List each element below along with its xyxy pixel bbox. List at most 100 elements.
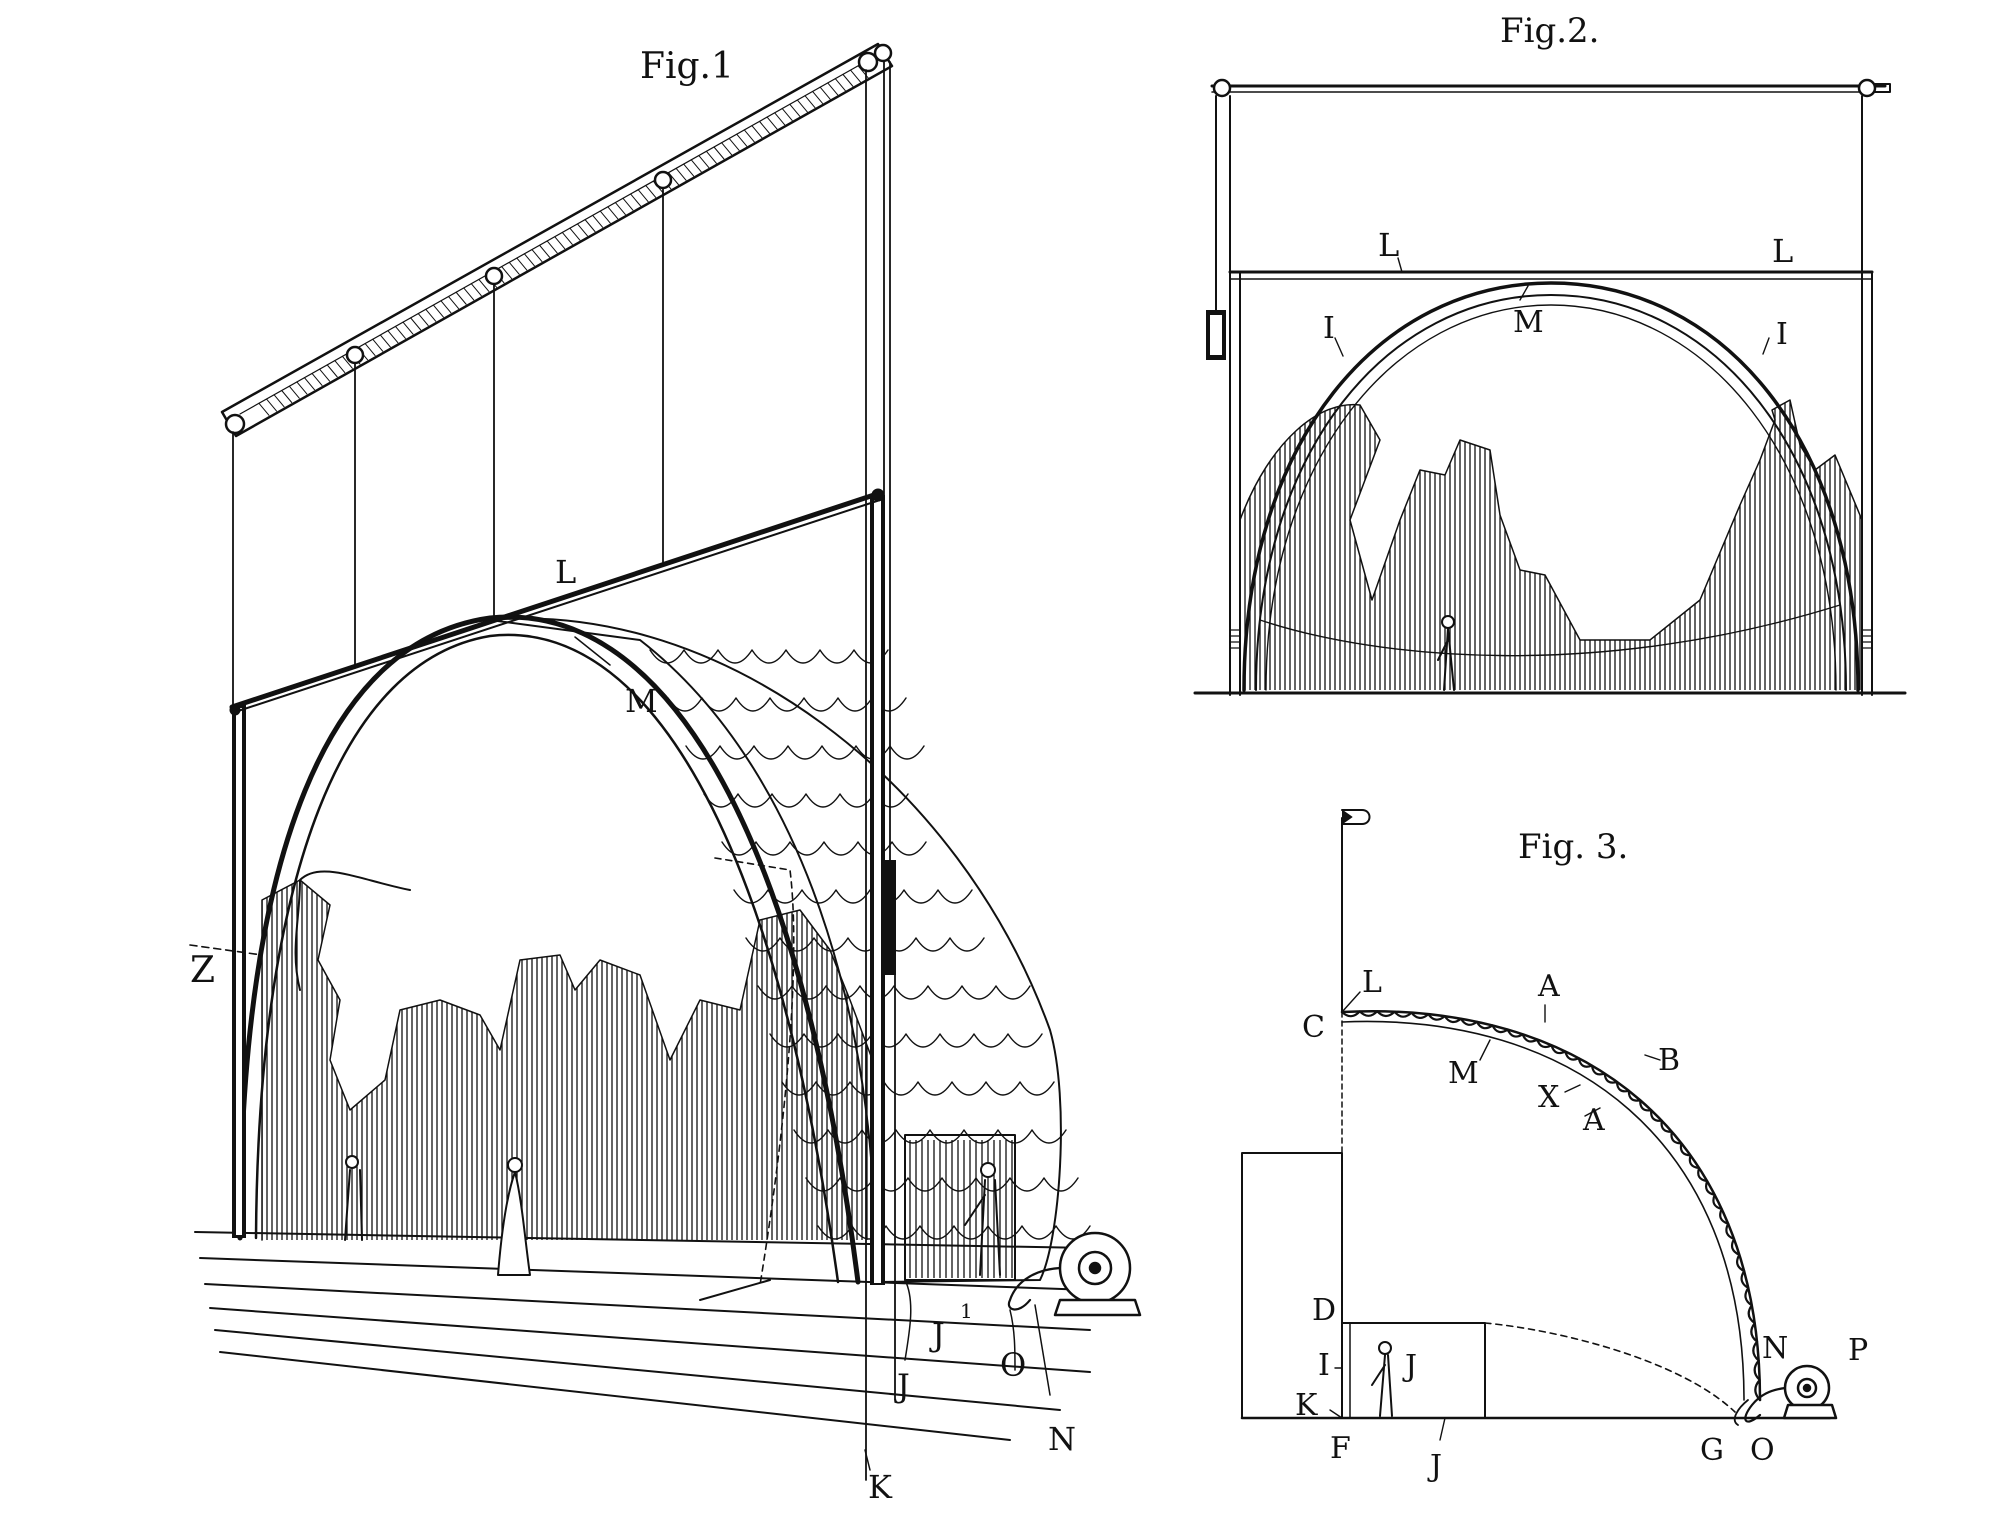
- fig3-label-c: C: [1302, 1010, 1325, 1045]
- beam-hatch-line: [546, 240, 558, 254]
- beam-hatch-line: [394, 325, 406, 339]
- beam-hatch-line: [766, 116, 778, 130]
- beam-hatch-line: [599, 210, 611, 224]
- fig1-crossbar-l: [229, 488, 885, 716]
- beam-hatch-line: [834, 78, 846, 92]
- fig2-coils: [1229, 629, 1873, 649]
- fig3-mast: [1341, 809, 1371, 1013]
- fig2-arch: [1242, 281, 1860, 692]
- figure-3: Fig. 3. L C A M B X A D I J K F J N P G …: [1240, 809, 1868, 1484]
- fig1-top-beam: [220, 42, 894, 438]
- fig3-label-o: O: [1750, 1433, 1775, 1468]
- beam-hatch-line: [425, 308, 437, 322]
- beam-hatch-line: [736, 133, 748, 147]
- fig1-z-leader: [189, 944, 263, 956]
- beam-hatch-line: [501, 266, 513, 280]
- beam-hatch-line: [774, 112, 786, 126]
- beam-hatch-line: [296, 381, 308, 395]
- fig2-label-l-right: L: [1772, 232, 1793, 270]
- fig3-label-j-bottom: J: [1427, 1449, 1442, 1484]
- beam-hatch-line: [523, 253, 535, 267]
- beam-hatch-line: [690, 159, 702, 173]
- fig2-person: [1437, 615, 1455, 691]
- fig2-label-m: M: [1513, 305, 1544, 340]
- fig1-label-l: L: [555, 553, 576, 591]
- fig3-label-b: B: [1658, 1043, 1680, 1078]
- beam-hatch-line: [341, 355, 353, 369]
- fig1-label-n: N: [1048, 1420, 1076, 1458]
- beam-hatch-line: [372, 338, 384, 352]
- beam-hatch-line: [387, 330, 399, 344]
- fig2-top-bar: [1210, 78, 1891, 98]
- beam-hatch-line: [273, 394, 285, 408]
- beam-hatch-line: [614, 202, 626, 216]
- fig2-title: Fig.2.: [1500, 11, 1599, 51]
- beam-hatch-line: [705, 150, 717, 164]
- fig3-label-d: D: [1312, 1293, 1336, 1328]
- fig3-leaders: [1329, 991, 1661, 1441]
- fig3-label-n: N: [1762, 1331, 1788, 1366]
- beam-hatch-line: [827, 82, 839, 96]
- beam-hatch-line: [288, 385, 300, 399]
- beam-hatch-line: [326, 364, 338, 378]
- fig2-label-i-left: I: [1323, 311, 1335, 346]
- fig1-stage-floor: [194, 1231, 1091, 1441]
- fig3-label-l: L: [1362, 965, 1382, 1000]
- fig2-leaders: [1334, 257, 1770, 357]
- fig3-inner-stage: [1341, 1322, 1736, 1419]
- beam-hatch-line: [311, 372, 323, 386]
- beam-hatch-line: [622, 197, 634, 211]
- beam-hatch-line: [303, 377, 315, 391]
- beam-hatch-line: [607, 206, 619, 220]
- fig2-label-i-right: I: [1776, 317, 1788, 352]
- beam-hatch-line: [417, 313, 429, 327]
- beam-hatch-line: [516, 257, 528, 271]
- beam-hatch-line: [751, 125, 763, 139]
- fig1-counterweight: [882, 860, 896, 975]
- beam-hatch-line: [334, 360, 346, 374]
- beam-hatch-line: [584, 219, 596, 233]
- fig3-label-p: P: [1848, 1333, 1868, 1368]
- fig1-posts: [232, 495, 896, 1285]
- fig1-arch-m: [237, 614, 861, 1285]
- fig3-person: [1371, 1341, 1393, 1417]
- beam-hatch-line: [842, 73, 854, 87]
- beam-hatch-line: [645, 184, 657, 198]
- beam-hatch-line: [819, 86, 831, 100]
- fig1-label-j: J: [894, 1367, 910, 1405]
- fig3-label-f: F: [1330, 1431, 1351, 1466]
- fig3-label-k: K: [1295, 1388, 1318, 1423]
- beam-hatch-line: [554, 236, 566, 250]
- fig3-title: Fig. 3.: [1518, 827, 1628, 867]
- fig3-label-j-inner: J: [1402, 1349, 1417, 1384]
- fig1-doorway: [904, 1134, 1016, 1281]
- beam-hatch-line: [470, 283, 482, 297]
- beam-hatch-line: [812, 90, 824, 104]
- beam-hatch-line: [796, 99, 808, 113]
- beam-hatch-line: [531, 249, 543, 263]
- fig2-crossbar-l: [1228, 270, 1874, 280]
- fig3-label-x: X: [1538, 1080, 1560, 1115]
- fig3-blower: [1733, 1364, 1838, 1426]
- beam-hatch-line: [850, 69, 862, 83]
- fig1-figures: [344, 1155, 1001, 1276]
- beam-hatch-line: [728, 137, 740, 151]
- beam-hatch-line: [713, 146, 725, 160]
- beam-hatch-line: [440, 300, 452, 314]
- fig1-label-k: K: [868, 1468, 893, 1506]
- beam-hatch-line: [576, 223, 588, 237]
- fig3-label-i: I: [1318, 1348, 1330, 1383]
- beam-hatch-line: [539, 244, 551, 258]
- beam-hatch-line: [789, 103, 801, 117]
- beam-hatch-line: [721, 142, 733, 156]
- fig1-blower: [1007, 1231, 1142, 1317]
- beam-hatch-line: [675, 167, 687, 181]
- beam-hatch-line: [448, 296, 460, 310]
- beam-hatch-line: [463, 287, 475, 301]
- beam-hatch-line: [258, 402, 270, 416]
- beam-hatch-line: [364, 343, 376, 357]
- fig1-label-j1-superscript: 1: [960, 1299, 973, 1323]
- fig1-title: Fig.1: [640, 46, 734, 87]
- beam-hatch-line: [804, 95, 816, 109]
